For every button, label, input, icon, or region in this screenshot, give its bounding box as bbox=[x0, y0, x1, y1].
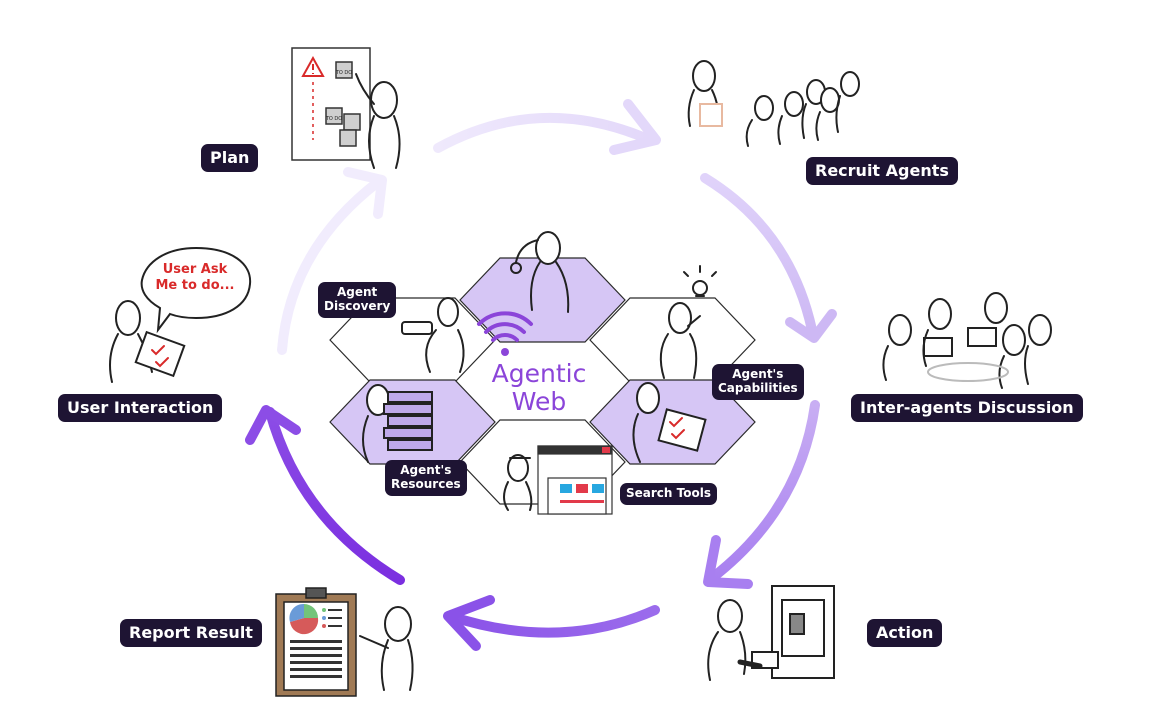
lightbulb-person-icon bbox=[659, 265, 717, 379]
arrowhead-report-to-user bbox=[245, 405, 301, 445]
report-person bbox=[359, 606, 414, 691]
hex-label-agents-resources-line1: Agent's bbox=[400, 463, 452, 477]
pie-chart-icon bbox=[289, 603, 319, 635]
recruiter-person bbox=[687, 60, 723, 127]
arrowhead-user-to-plan bbox=[343, 167, 387, 219]
user-person bbox=[109, 300, 186, 383]
books-person-icon bbox=[362, 384, 433, 463]
hex-label-agent-discovery: Agent Discovery bbox=[318, 282, 397, 318]
speech-bubble-line2: Me to do... bbox=[155, 277, 235, 293]
hex-label-agents-resources: Agent's Resources bbox=[385, 460, 467, 496]
center-title-line2: Web bbox=[511, 387, 567, 416]
hex-top bbox=[459, 257, 626, 343]
arrowhead-action-to-report bbox=[443, 595, 495, 651]
agent-crowd bbox=[745, 71, 860, 147]
arrow-report-to-user bbox=[265, 407, 405, 585]
hex-label-search-tools: Search Tools bbox=[620, 483, 717, 505]
step-label-inter-agents-discussion: Inter-agents Discussion bbox=[851, 394, 1083, 423]
arrow-action-to-report bbox=[445, 605, 660, 638]
report-clipboard bbox=[275, 587, 357, 697]
binoculars-person-icon bbox=[401, 297, 465, 373]
plan-person bbox=[355, 73, 401, 169]
plan-board-todo: TO DO bbox=[335, 70, 352, 76]
step-label-action: Action bbox=[867, 619, 943, 648]
arrowhead-discussion-to-action bbox=[703, 535, 753, 589]
browser-window-icon bbox=[537, 445, 613, 515]
hex-label-agent-discovery-line2: Discovery bbox=[324, 298, 391, 313]
speech-bubble-line1: User Ask bbox=[162, 262, 228, 277]
step-label-report-result: Report Result bbox=[120, 619, 262, 648]
arrow-discussion-to-action bbox=[707, 400, 820, 583]
plan-board-illustration: TO DO TO DO bbox=[291, 47, 371, 161]
center-title-line1: Agentic bbox=[491, 359, 587, 388]
wifi-icon bbox=[477, 311, 533, 356]
arrow-user-to-plan bbox=[277, 177, 383, 355]
step-label-user-interaction: User Interaction bbox=[58, 394, 223, 423]
cycle-arrows bbox=[245, 99, 837, 651]
speech-bubble-text: User Ask Me to do... bbox=[140, 262, 250, 293]
thinking-person-icon bbox=[510, 231, 570, 313]
arrow-recruit-to-discussion bbox=[700, 173, 817, 335]
action-machine bbox=[771, 585, 835, 679]
arrow-plan-to-recruit bbox=[433, 112, 655, 153]
action-person bbox=[707, 599, 779, 681]
plan-board-todo-2: TO DO bbox=[325, 116, 342, 122]
step-label-recruit-agents: Recruit Agents bbox=[806, 157, 958, 186]
arrowhead-recruit-to-discussion bbox=[785, 309, 837, 343]
step-label-plan: Plan bbox=[201, 144, 259, 173]
hex-label-agents-capabilities-line1: Agent's bbox=[732, 367, 784, 381]
searching-person-icon bbox=[503, 454, 533, 511]
hex-label-agents-capabilities-line2: Capabilities bbox=[718, 380, 798, 395]
arrowhead-plan-to-recruit bbox=[609, 99, 661, 155]
speech-bubble bbox=[140, 246, 252, 334]
hex-label-agents-resources-line2: Resources bbox=[391, 476, 461, 491]
hex-label-agent-discovery-line1: Agent bbox=[336, 285, 378, 299]
hex-label-agents-capabilities: Agent's Capabilities bbox=[712, 364, 804, 400]
checklist-person-icon bbox=[632, 382, 707, 463]
center-title: Agentic Web bbox=[474, 360, 604, 416]
discussion-group bbox=[882, 292, 1052, 389]
